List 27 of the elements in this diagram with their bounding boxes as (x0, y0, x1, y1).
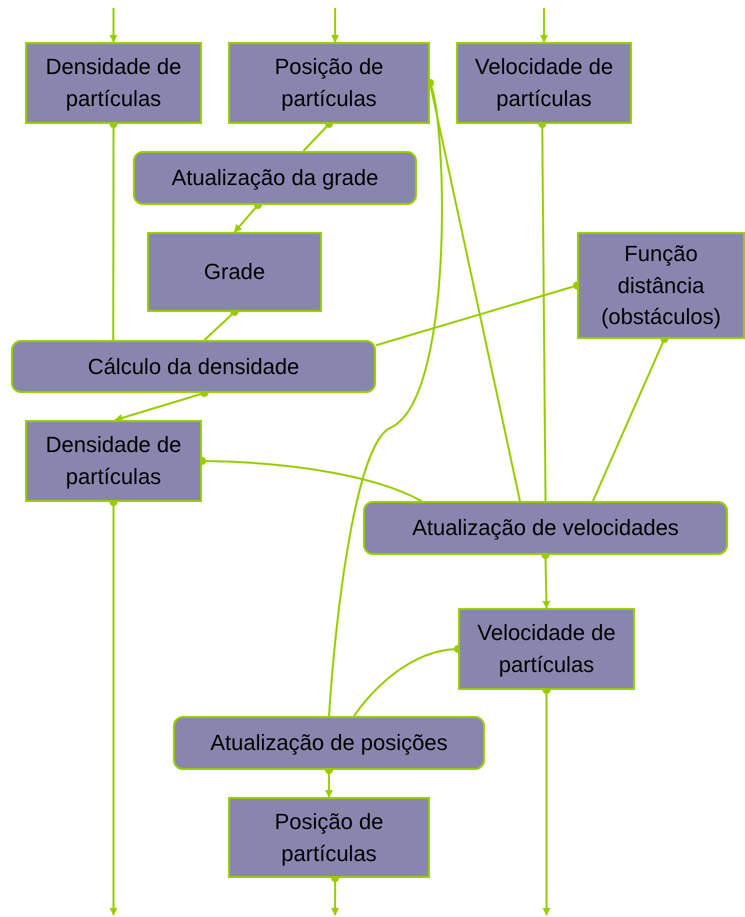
data-box (25, 420, 202, 502)
data-box (25, 42, 202, 124)
node-label: Densidade de partículas (44, 53, 182, 113)
connector-arrow (540, 8, 548, 43)
data-box (456, 42, 632, 124)
process-box (133, 151, 417, 205)
node-label: Densidade de partículas (44, 431, 182, 491)
node-label: Função distância (obstáculos) (600, 240, 722, 332)
node-label: Posição de partículas (274, 53, 384, 113)
node-label: Grade (204, 258, 266, 286)
node-label: Cálculo da densidade (88, 352, 300, 381)
node-label: Atualização de velocidades (412, 514, 679, 542)
node-label: Atualização da grade (172, 164, 378, 192)
data-box (458, 608, 635, 690)
data-box (228, 42, 430, 124)
process-box (363, 501, 728, 555)
connector-arrow (110, 8, 118, 43)
node-label: Velocidade de partículas (476, 619, 617, 679)
node-label: Posição de partículas (274, 808, 384, 868)
data-box (147, 232, 322, 312)
data-box (577, 232, 745, 339)
node-label: Atualização de posições (210, 729, 448, 758)
data-box (228, 797, 430, 878)
node-label: Velocidade de partículas (474, 53, 614, 113)
connector-arrow (331, 8, 340, 43)
process-box (173, 716, 485, 770)
process-box (11, 340, 376, 393)
